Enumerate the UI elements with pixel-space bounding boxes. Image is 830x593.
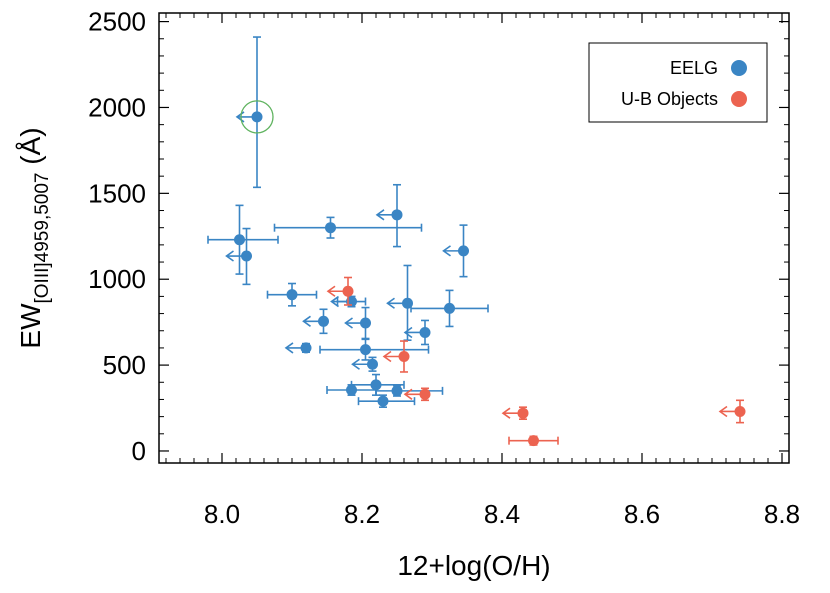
point-marker xyxy=(517,407,529,419)
upper-limit-arrowhead xyxy=(302,315,311,327)
series-u-b-objects xyxy=(326,276,746,447)
legend-box xyxy=(588,42,768,123)
point-marker xyxy=(458,245,469,257)
upper-limit-arrowhead xyxy=(330,295,339,308)
y-tick-label: 0 xyxy=(132,436,146,466)
legend-label-eelg: EELG xyxy=(670,58,718,78)
point-marker xyxy=(419,326,431,338)
legend: EELG U-B Objects xyxy=(588,42,768,123)
data-point xyxy=(375,183,403,248)
point-marker xyxy=(251,111,263,123)
axis-tick-labels: 8.0 8.2 8.4 8.6 8.8 0 500 1000 1500 2000 2500 xyxy=(88,7,800,529)
x-tick-label: 8.0 xyxy=(204,499,240,529)
data-point xyxy=(319,338,430,361)
legend-marker-u-b-objects xyxy=(731,91,747,107)
data-point xyxy=(410,289,489,328)
point-marker xyxy=(528,435,539,447)
y-tick-label: 2000 xyxy=(88,92,146,122)
y-axis-label-main: EW xyxy=(15,303,46,349)
x-tick-label: 8.8 xyxy=(764,499,800,529)
point-marker xyxy=(391,385,403,397)
data-point xyxy=(382,340,410,373)
upper-limit-arrowhead xyxy=(501,407,511,419)
data-point xyxy=(344,306,371,340)
upper-limit-arrowhead xyxy=(403,326,413,339)
upper-limit-arrowhead xyxy=(442,245,451,257)
point-marker xyxy=(734,405,746,417)
data-point xyxy=(442,224,469,278)
data-point xyxy=(403,387,431,402)
axis-ticks xyxy=(159,13,789,463)
point-marker xyxy=(367,358,378,370)
x-tick-label: 8.6 xyxy=(624,499,660,529)
legend-label-u-b-objects: U-B Objects xyxy=(621,89,718,109)
data-point xyxy=(326,384,377,396)
point-marker xyxy=(286,289,298,301)
x-tick-label: 8.2 xyxy=(344,499,380,529)
x-tick-label: 8.4 xyxy=(484,499,520,529)
data-points xyxy=(207,36,746,447)
upper-limit-arrowhead xyxy=(375,209,385,221)
y-tick-label: 500 xyxy=(103,350,146,380)
point-marker xyxy=(419,388,431,400)
x-axis-label: 12+log(O/H) xyxy=(397,550,550,581)
point-marker xyxy=(444,302,455,314)
upper-limit-arrowhead xyxy=(718,405,728,418)
legend-marker-eelg xyxy=(731,60,747,76)
data-point xyxy=(326,276,354,306)
y-tick-label: 1000 xyxy=(88,264,146,294)
data-point xyxy=(718,399,746,424)
series-eelg xyxy=(207,36,489,408)
data-point xyxy=(207,204,279,275)
point-marker xyxy=(360,317,371,329)
point-marker xyxy=(346,384,357,396)
upper-limit-arrowhead xyxy=(326,285,336,297)
point-marker xyxy=(398,351,410,363)
data-point xyxy=(235,36,274,189)
y-axis-label-unit: (Å) xyxy=(15,127,46,172)
data-point xyxy=(508,435,559,447)
upper-limit-arrowhead xyxy=(344,317,353,329)
point-marker xyxy=(318,315,329,327)
data-point xyxy=(403,319,431,346)
data-point xyxy=(266,282,318,307)
upper-limit-arrowhead xyxy=(284,342,294,354)
point-marker xyxy=(391,209,403,221)
y-tick-label: 1500 xyxy=(88,178,146,208)
data-point xyxy=(357,394,416,408)
upper-limit-arrowhead xyxy=(351,358,360,370)
point-marker xyxy=(342,285,354,297)
data-point xyxy=(225,227,252,286)
highlight-ring xyxy=(240,100,274,134)
upper-limit-arrowhead xyxy=(225,250,234,262)
point-marker xyxy=(325,222,336,234)
upper-limit-arrowhead xyxy=(382,350,392,363)
data-point xyxy=(302,308,329,335)
upper-limit-arrowhead xyxy=(386,297,395,309)
data-point xyxy=(501,406,529,421)
data-point xyxy=(284,342,312,354)
point-marker xyxy=(234,234,245,246)
y-tick-label: 2500 xyxy=(88,7,146,37)
point-marker xyxy=(360,344,371,356)
y-axis-label: EW[OIII]4959,5007 (Å) xyxy=(15,127,53,348)
y-axis-label-subscript: [OIII]4959,5007 xyxy=(32,173,53,304)
point-marker xyxy=(300,342,312,354)
point-marker xyxy=(370,379,382,391)
point-marker xyxy=(241,250,252,262)
data-point xyxy=(351,356,378,372)
point-marker xyxy=(377,395,389,407)
upper-limit-arrowhead xyxy=(403,388,413,400)
data-point xyxy=(273,216,423,239)
